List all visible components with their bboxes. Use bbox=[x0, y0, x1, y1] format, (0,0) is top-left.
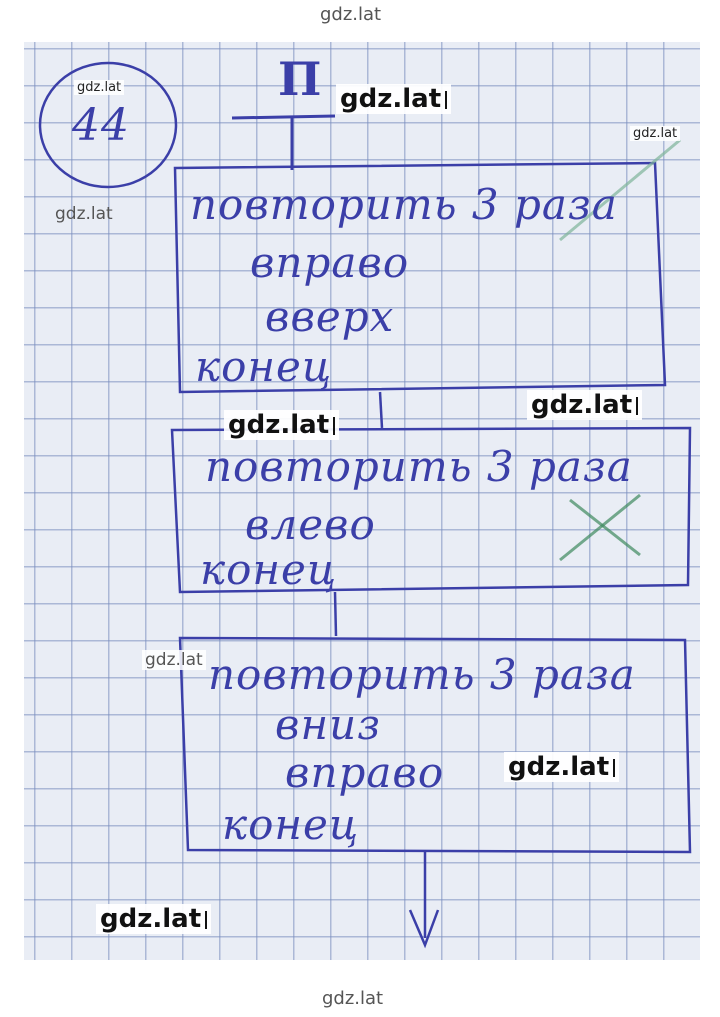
exercise-number: 44 bbox=[72, 100, 130, 151]
number-circle bbox=[38, 61, 178, 189]
watermark-circle: gdz.lat bbox=[74, 80, 125, 95]
watermark-left: gdz.lat bbox=[55, 204, 113, 224]
grid-paper bbox=[24, 42, 700, 960]
block-3-frame bbox=[178, 636, 692, 854]
block-3-line-3: вправо bbox=[285, 748, 445, 797]
block-3-line-4: конец bbox=[222, 800, 360, 849]
watermark-small-right: gdz.lat bbox=[630, 126, 681, 141]
block-1-line-4: конец bbox=[195, 342, 333, 391]
block-2-frame bbox=[170, 426, 692, 594]
connector-2-3 bbox=[333, 591, 338, 637]
strike-mark-2 bbox=[569, 498, 641, 557]
watermark-large-2: gdz.lat bbox=[527, 390, 643, 420]
watermark-top: gdz.lat bbox=[320, 4, 382, 25]
watermark-large-3: gdz.lat bbox=[224, 410, 340, 440]
block-1-line-3: вверх bbox=[265, 292, 395, 341]
watermark-bottom: gdz.lat bbox=[322, 988, 384, 1009]
strike-mark-1 bbox=[559, 138, 681, 242]
start-bar bbox=[231, 114, 336, 120]
block-2-line-2: влево bbox=[245, 500, 376, 549]
strike-mark-3 bbox=[559, 493, 641, 562]
connector-1-2 bbox=[378, 391, 384, 429]
watermark-large-4: gdz.lat bbox=[504, 752, 620, 782]
end-arrow-icon bbox=[408, 909, 440, 949]
block-1-line-1: повторить 3 раза bbox=[190, 180, 618, 229]
watermark-large-5: gdz.lat bbox=[96, 904, 212, 934]
block-2-line-3: конец bbox=[200, 545, 338, 594]
block-2-line-1: повторить 3 раза bbox=[205, 442, 633, 491]
block-1-line-2: вправо bbox=[250, 238, 410, 287]
watermark-large-1: gdz.lat bbox=[336, 84, 452, 114]
block-3-line-1: повторить 3 раза bbox=[208, 650, 636, 699]
watermark-mid-left: gdz.lat bbox=[142, 650, 206, 670]
start-label: П bbox=[278, 52, 323, 106]
block-3-line-2: вниз bbox=[275, 700, 382, 749]
block-1-frame bbox=[173, 161, 667, 394]
